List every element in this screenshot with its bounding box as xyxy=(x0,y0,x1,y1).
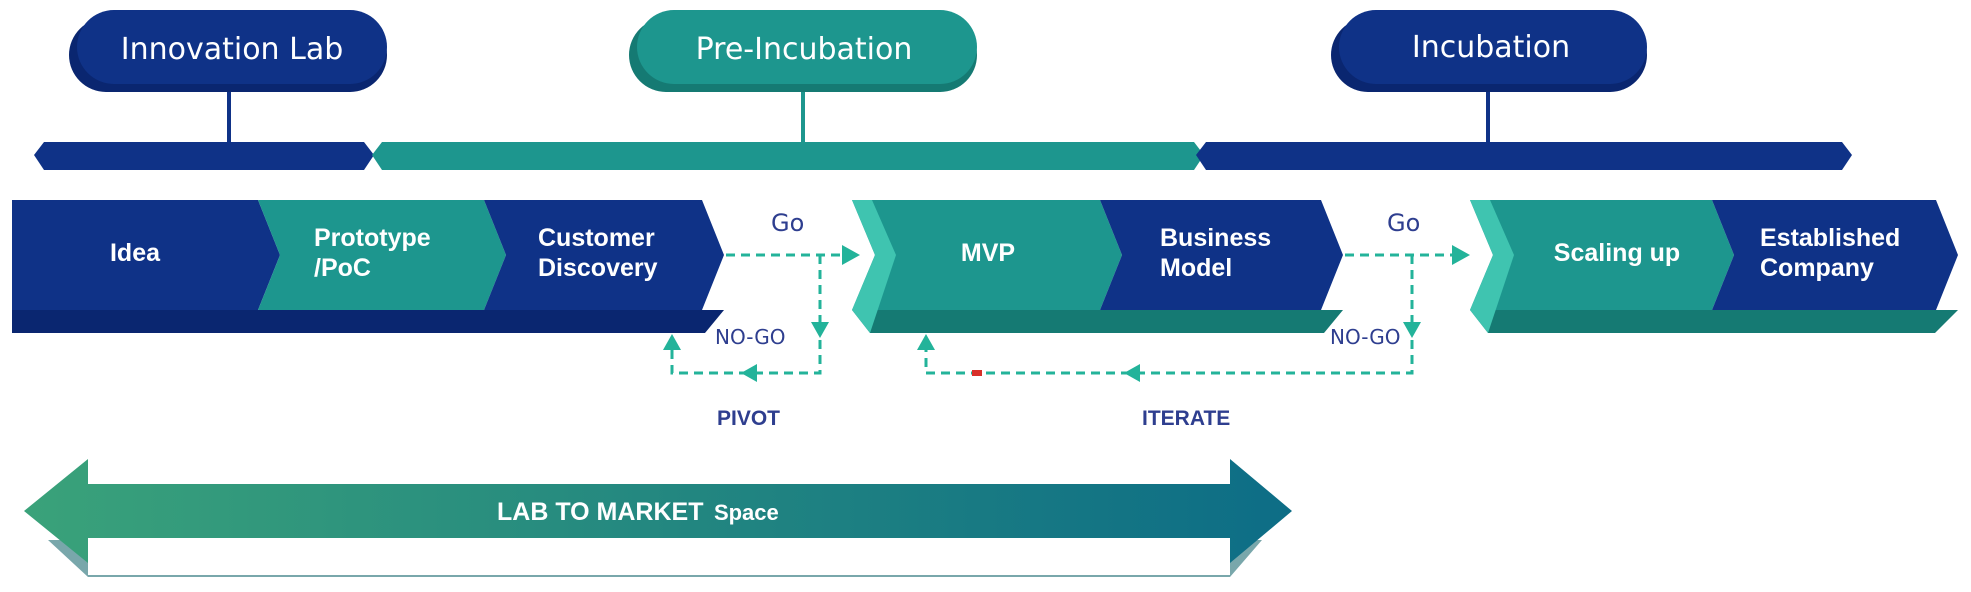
stage-label-line: Customer xyxy=(538,224,655,252)
arrowhead-icon xyxy=(663,334,681,350)
stage-label-business-model: Business Model xyxy=(1160,224,1278,282)
stage-customer-discovery xyxy=(484,200,724,310)
arrowhead-icon xyxy=(1124,364,1140,382)
no-go-label: NO-GO xyxy=(1330,325,1400,349)
stage-label-scaling-up: Scaling up xyxy=(1554,239,1680,267)
stage-label-line: Idea xyxy=(110,239,161,267)
stage-mvp xyxy=(852,200,1122,310)
go-label: Go xyxy=(1387,209,1420,237)
phase-connector xyxy=(801,90,805,144)
phase-label: Innovation Lab xyxy=(121,32,344,67)
stage-label-line: Company xyxy=(1760,254,1874,282)
stage-label-line: MVP xyxy=(961,239,1015,267)
pivot-label: PIVOT xyxy=(717,407,780,430)
go-label: Go xyxy=(771,209,804,237)
stage-label-mvp: MVP xyxy=(961,239,1015,267)
phase-connector xyxy=(1486,90,1490,144)
arrowhead-icon xyxy=(842,245,860,265)
stage-idea xyxy=(12,200,280,310)
marker-dot xyxy=(972,370,982,376)
phase-ribbon-incubation xyxy=(1196,142,1852,170)
stage-label-line: Model xyxy=(1160,254,1232,282)
iterate-loop-line xyxy=(924,340,1414,375)
stage-prototype-poc xyxy=(258,200,506,310)
band-label-suffix: Space xyxy=(714,500,779,525)
stage-shadow xyxy=(852,310,1343,333)
no-go-label: NO-GO xyxy=(715,325,785,349)
stage-label-prototype: Prototype /PoC xyxy=(314,224,438,282)
stage-label-line: /PoC xyxy=(314,254,371,282)
stage-business-model xyxy=(1100,200,1343,310)
stage-label-customer-discovery: Customer Discovery xyxy=(538,224,662,282)
stage-established-company xyxy=(1712,200,1958,310)
phase-pill-incubation: Incubation xyxy=(1331,10,1647,92)
lab-to-market-band xyxy=(24,459,1292,563)
stage-scaling-up xyxy=(1470,200,1734,310)
stage-label-line: Prototype xyxy=(314,224,431,252)
iterate-label: ITERATE xyxy=(1142,407,1230,430)
stage-label-idea: Idea xyxy=(110,239,161,267)
stage-shadow xyxy=(12,310,724,333)
arrowhead-icon xyxy=(1403,322,1421,338)
band-label-main: LAB TO MARKET xyxy=(497,498,703,526)
phase-ribbon-pre-incubation xyxy=(372,142,1204,170)
stage-label-line: Scaling up xyxy=(1554,239,1680,267)
double-headed-arrow-icon xyxy=(24,459,1292,577)
arrowhead-icon xyxy=(811,322,829,338)
arrowhead-icon xyxy=(917,334,935,350)
phase-pill-innovation-lab: Innovation Lab xyxy=(69,10,387,92)
band-depth xyxy=(48,540,1262,577)
stage-label-line: Business xyxy=(1160,224,1271,252)
band-label: LAB TO MARKET Space xyxy=(497,498,779,526)
stage-shadow xyxy=(1470,310,1958,333)
phase-label: Incubation xyxy=(1412,30,1570,65)
arrowhead-icon xyxy=(1452,245,1470,265)
phase-pill-pre-incubation: Pre-Incubation xyxy=(629,10,977,92)
stage-label-established-company: Established Company xyxy=(1760,224,1907,282)
stage-scaling-up-bevel xyxy=(1470,200,1514,333)
stage-mvp-bevel xyxy=(852,200,896,333)
phase-ribbon-innovation-lab xyxy=(34,142,374,170)
phase-label: Pre-Incubation xyxy=(696,32,913,67)
stage-label-line: Established xyxy=(1760,224,1900,252)
phase-connector xyxy=(227,90,231,144)
stage-label-line: Discovery xyxy=(538,254,658,282)
arrowhead-icon xyxy=(741,364,757,382)
